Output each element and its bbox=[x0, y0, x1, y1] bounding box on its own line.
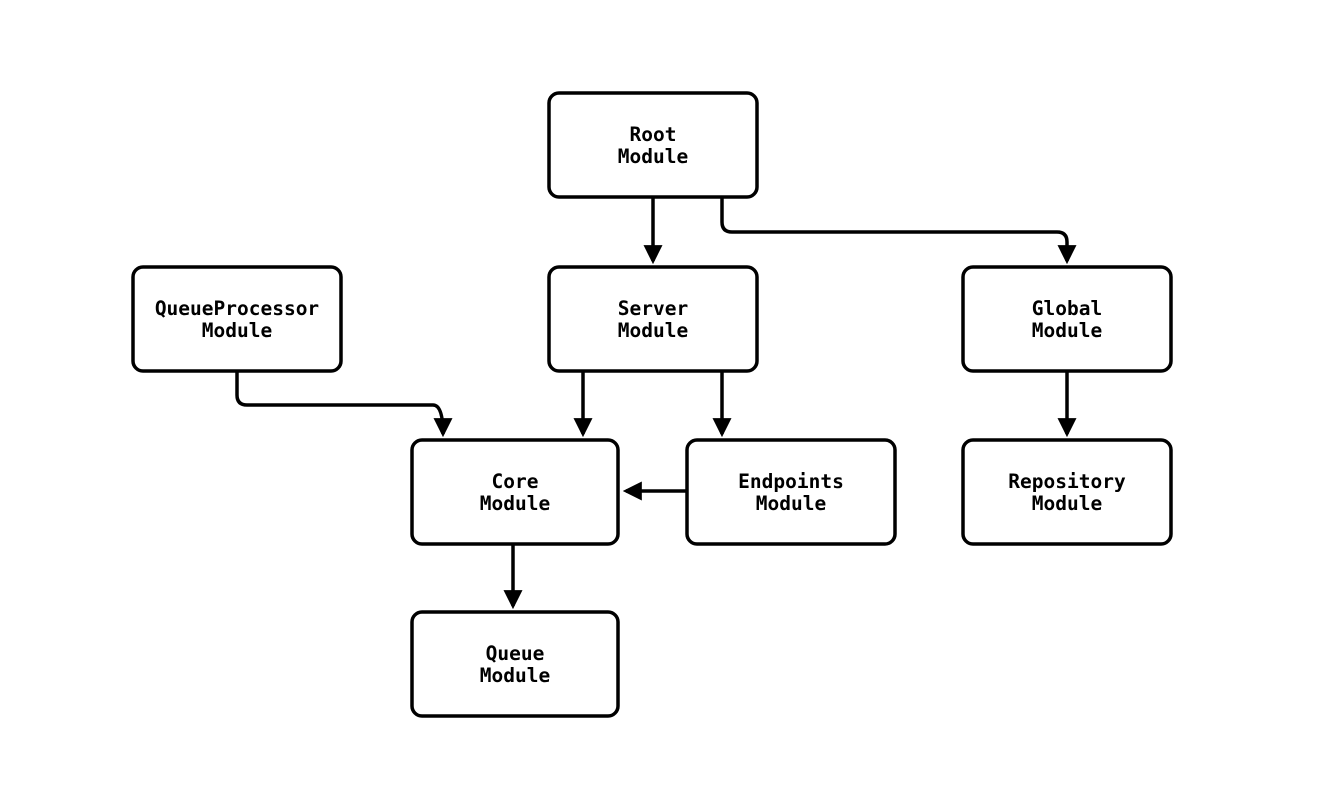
node-core-module: Core Module bbox=[410, 438, 620, 546]
node-root-module-label-line1: Root bbox=[630, 123, 677, 146]
node-queue-module-label-line2: Module bbox=[480, 664, 550, 687]
node-repository-module-label-line1: Repository bbox=[1008, 470, 1126, 493]
node-server-module-box bbox=[547, 265, 759, 373]
node-root-module-box bbox=[547, 91, 759, 199]
node-queueprocessor-module-box bbox=[131, 265, 343, 373]
node-core-module-label-line2: Module bbox=[480, 492, 550, 515]
node-root-module: Root Module bbox=[547, 91, 759, 199]
node-queue-module-label-line1: Queue bbox=[486, 642, 545, 665]
node-core-module-label-line1: Core bbox=[492, 470, 539, 493]
node-server-module-label-line2: Module bbox=[618, 319, 688, 342]
node-global-module-label-line1: Global bbox=[1032, 297, 1102, 320]
node-endpoints-module-label-line1: Endpoints bbox=[738, 470, 844, 493]
node-endpoints-module-label-line2: Module bbox=[756, 492, 826, 515]
edge-root-to-global bbox=[720, 197, 1077, 265]
node-global-module: Global Module bbox=[961, 265, 1173, 373]
node-endpoints-module: Endpoints Module bbox=[685, 438, 897, 546]
node-repository-module-label-line2: Module bbox=[1032, 492, 1102, 515]
node-queueprocessor-module-label-line2: Module bbox=[202, 319, 272, 342]
node-server-module-label-line1: Server bbox=[618, 297, 688, 320]
node-repository-module-box bbox=[961, 438, 1173, 546]
node-repository-module: Repository Module bbox=[961, 438, 1173, 546]
node-queue-module-box bbox=[410, 610, 620, 718]
node-queue-module: Queue Module bbox=[410, 610, 620, 718]
node-core-module-box bbox=[410, 438, 620, 546]
node-endpoints-module-box bbox=[685, 438, 897, 546]
node-global-module-box bbox=[961, 265, 1173, 373]
node-queueprocessor-module: QueueProcessor Module bbox=[131, 265, 343, 373]
node-global-module-label-line2: Module bbox=[1032, 319, 1102, 342]
edge-queueprocessor-to-core bbox=[235, 371, 453, 438]
node-root-module-label-line2: Module bbox=[618, 145, 688, 168]
node-server-module: Server Module bbox=[547, 265, 759, 373]
node-queueprocessor-module-label-line1: QueueProcessor bbox=[155, 297, 319, 320]
